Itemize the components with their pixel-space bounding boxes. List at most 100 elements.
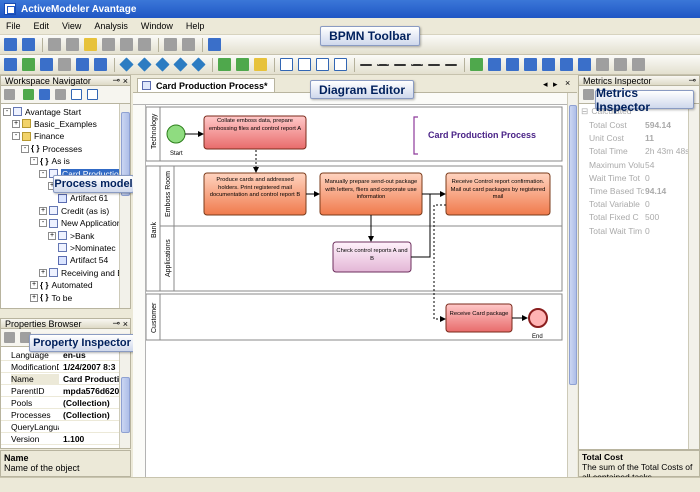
message-event-icon[interactable] [76, 58, 89, 71]
menu-window[interactable]: Window [140, 21, 173, 31]
menu-file[interactable]: File [6, 21, 21, 31]
copy-icon[interactable] [66, 38, 79, 51]
property-row[interactable]: Pools(Collection) [1, 398, 119, 409]
property-value[interactable]: en-us [63, 350, 86, 360]
metrics-scrollbar[interactable] [688, 104, 699, 449]
properties-scroll-thumb[interactable] [121, 377, 130, 433]
close-icon[interactable]: × [122, 75, 128, 86]
expand-icon[interactable]: + [12, 119, 20, 128]
tree-item[interactable]: +>Bank [48, 230, 94, 241]
collapse-icon[interactable]: - [39, 219, 47, 228]
expand-icon[interactable]: + [39, 206, 47, 215]
tree-item[interactable]: -New Application [39, 218, 121, 229]
pin-icon[interactable]: ⊸ [112, 318, 120, 328]
diagram-tab[interactable]: Card Production Process* [137, 78, 275, 92]
sequence-flow-icon[interactable] [360, 63, 372, 66]
tree-item[interactable]: >Nominatec [48, 242, 116, 253]
align-middle-icon[interactable] [560, 58, 573, 71]
arrange-icon[interactable] [39, 89, 50, 100]
delete-icon[interactable] [102, 38, 115, 51]
pool-tool-icon[interactable] [316, 58, 329, 71]
menu-view[interactable]: View [62, 21, 82, 31]
tree-item[interactable]: -Card Production [39, 168, 125, 179]
lane-tool-icon[interactable] [334, 58, 347, 71]
print-icon[interactable] [164, 38, 177, 51]
distribute-icon[interactable] [596, 58, 609, 71]
end-event[interactable] [528, 308, 548, 328]
task-tool-icon[interactable] [280, 58, 293, 71]
tree-item[interactable]: +Basic_Examples [12, 118, 97, 129]
annotation-tool-icon[interactable] [254, 58, 267, 71]
tree-item[interactable]: Artifact 61 [48, 193, 108, 204]
menu-analysis[interactable]: Analysis [94, 21, 128, 31]
timer-event-icon[interactable] [94, 58, 107, 71]
grid-icon[interactable] [470, 58, 483, 71]
paste-icon[interactable] [84, 38, 97, 51]
save-all-icon[interactable] [22, 38, 35, 51]
property-value[interactable]: Card Productio [63, 374, 119, 384]
tree-item[interactable]: -{ }Processes [21, 143, 82, 154]
task-collate-emboss-data[interactable] [203, 115, 307, 150]
message-flow-icon[interactable] [377, 63, 389, 66]
end-event-icon[interactable] [40, 58, 53, 71]
task-receive-control-report[interactable] [445, 172, 551, 216]
workspace-scrollbar[interactable] [119, 104, 130, 308]
undo-icon[interactable] [120, 38, 133, 51]
size-icon[interactable] [614, 58, 627, 71]
expand-icon[interactable]: + [39, 268, 47, 277]
xor-gateway-icon[interactable] [137, 57, 152, 72]
complex-gateway-icon[interactable] [191, 57, 206, 72]
property-row[interactable]: QueryLanguag [1, 422, 119, 433]
align-bottom-icon[interactable] [578, 58, 591, 71]
align-left-icon[interactable] [488, 58, 501, 71]
property-value[interactable]: 1.100 [63, 434, 85, 444]
tab-next-icon[interactable]: ▸ [553, 79, 558, 89]
categorized-icon[interactable] [4, 332, 15, 343]
print-preview-icon[interactable] [182, 38, 195, 51]
tree-item[interactable]: +Receiving and E [39, 267, 123, 278]
tree-item[interactable]: -Avantage Start [3, 106, 81, 117]
expand-icon[interactable]: + [48, 231, 56, 240]
message-flow-tool-icon[interactable] [236, 58, 249, 71]
tree-item[interactable]: -Finance [12, 131, 64, 142]
flow-right-icon[interactable] [445, 63, 457, 66]
zoom-icon[interactable] [632, 58, 645, 71]
diagram-canvas[interactable]: Technology Emboss Room Bank Applications… [146, 105, 567, 477]
conditional-flow-icon[interactable] [394, 63, 406, 66]
tree-item[interactable]: +Credit (as is) [39, 205, 109, 216]
close-icon[interactable]: × [122, 318, 128, 329]
align-top-icon[interactable] [542, 58, 555, 71]
flow-tool-icon[interactable] [218, 58, 231, 71]
tree-item[interactable]: +{ }To be [30, 292, 72, 303]
refresh-icon[interactable] [23, 89, 34, 100]
and-gateway-icon[interactable] [155, 57, 170, 72]
gateway-icon[interactable] [119, 57, 134, 72]
tree-item[interactable]: +{ }Automated [30, 280, 93, 291]
collapse-icon[interactable]: - [21, 144, 29, 153]
save-icon[interactable] [4, 38, 17, 51]
flow-t5-t4[interactable] [411, 193, 445, 258]
property-row[interactable]: Processes(Collection) [1, 410, 119, 421]
property-value[interactable]: (Collection) [63, 410, 110, 420]
expand-icon[interactable]: + [30, 293, 38, 302]
property-value[interactable]: mpda576d620 [63, 386, 119, 396]
align-center-icon[interactable] [506, 58, 519, 71]
property-row[interactable]: ModificationDa1/24/2007 8:3 [1, 362, 119, 373]
properties-scrollbar[interactable] [119, 347, 130, 448]
menu-help[interactable]: Help [185, 21, 205, 31]
association-icon[interactable] [411, 63, 423, 66]
tree-item[interactable]: Artifact 54 [48, 255, 108, 266]
diagram-scrollbar[interactable] [567, 93, 577, 477]
diagram-scroll-thumb[interactable] [569, 105, 577, 385]
redo-icon[interactable] [138, 38, 151, 51]
